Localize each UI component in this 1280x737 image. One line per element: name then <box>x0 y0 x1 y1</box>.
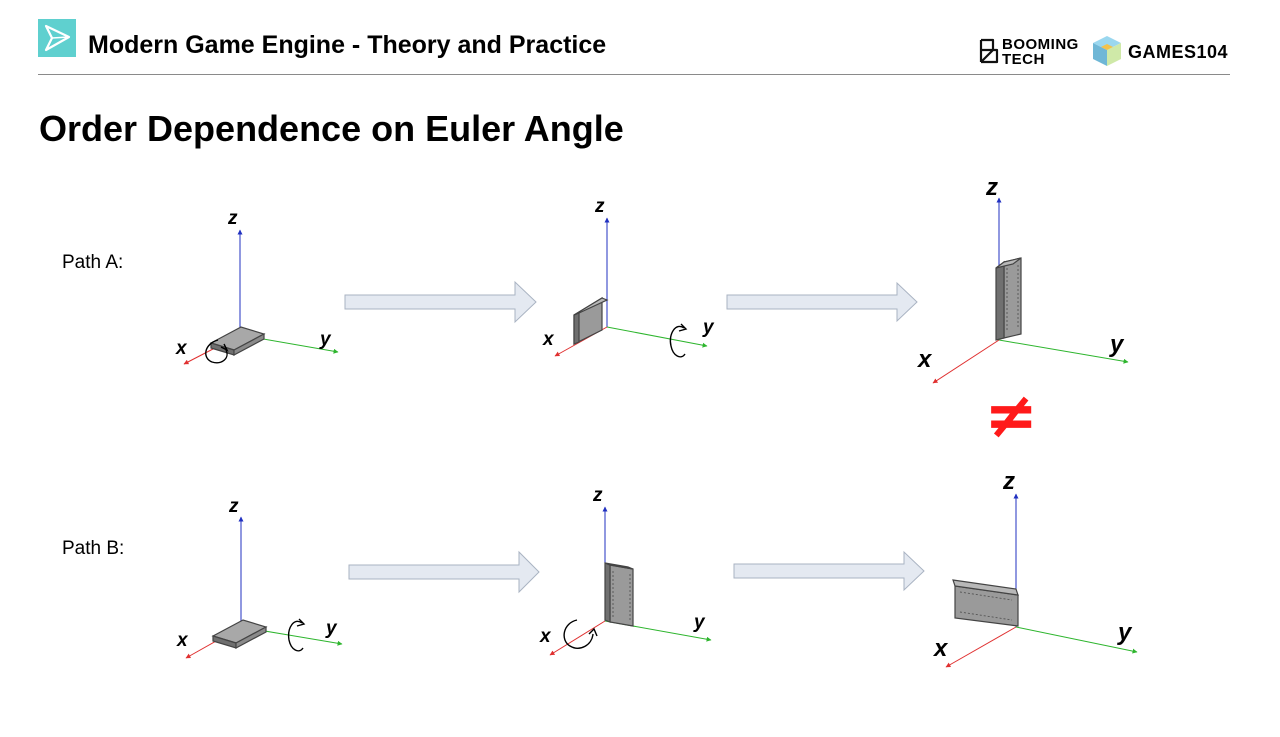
y-axis-label: y <box>319 329 332 350</box>
y-axis-label: y <box>1109 331 1125 358</box>
y-axis-label: y <box>693 612 706 633</box>
not-equal-symbol: ≠ <box>984 379 1038 453</box>
y-axis <box>606 326 708 348</box>
course-title: Modern Game Engine - Theory and Practice <box>88 31 607 59</box>
frame-a3: z y x <box>916 174 1129 384</box>
booming-text: BOOMING <box>1002 36 1079 53</box>
block-side-wall <box>952 579 1019 627</box>
block-upright-y <box>995 257 1022 341</box>
z-axis-label: z <box>228 496 239 517</box>
block-upright-y <box>604 562 634 627</box>
frame-b3: z y x <box>932 468 1138 668</box>
y-axis-label: y <box>1117 619 1133 646</box>
z-axis-label: z <box>1002 468 1015 495</box>
frame-b2: z y x <box>539 485 712 656</box>
slide-title: Order Dependence on Euler Angle <box>39 108 624 149</box>
x-axis <box>932 339 1000 384</box>
rotation-arrow-icon <box>669 325 686 358</box>
path-b-label: Path B: <box>62 538 125 559</box>
path-a-label: Path A: <box>62 252 124 273</box>
header-divider <box>38 74 1230 75</box>
x-axis-label: x <box>539 626 552 647</box>
x-axis-label: x <box>542 329 555 350</box>
y-axis-label: y <box>325 618 338 639</box>
y-axis-label: y <box>702 317 715 338</box>
rotation-arrow-icon <box>287 620 304 652</box>
block-flat <box>211 619 268 649</box>
x-axis-label: x <box>175 338 188 359</box>
booming-tech-logo: BOOMING TECH <box>978 35 1088 71</box>
frame-a2: z y x <box>542 196 715 358</box>
block-flat <box>209 326 266 356</box>
games104-text: GAMES104 <box>1128 42 1229 62</box>
frame-b1: z y x <box>176 496 343 659</box>
z-axis-label: z <box>592 485 603 506</box>
booming-tech-icon <box>979 38 999 64</box>
y-axis <box>1015 626 1138 654</box>
tech-text: TECH <box>1002 51 1045 68</box>
play-triangle-icon <box>38 19 76 57</box>
x-axis <box>549 620 606 656</box>
x-axis-label: x <box>176 630 189 651</box>
z-axis-label: z <box>985 174 998 201</box>
process-arrow-icon <box>348 550 540 594</box>
process-arrow-icon <box>733 550 925 592</box>
process-arrow-icon <box>726 281 918 323</box>
process-arrow-icon <box>344 280 537 324</box>
z-axis-label: z <box>227 208 238 229</box>
games-cube-icon <box>1093 36 1121 66</box>
block-upright-x <box>573 296 609 345</box>
rotation-arrow-icon <box>205 339 228 364</box>
y-axis <box>998 339 1129 364</box>
x-axis-label: x <box>932 635 949 662</box>
frame-a1: z y x <box>175 208 339 365</box>
slide-header: Modern Game Engine - Theory and Practice… <box>0 0 1280 78</box>
x-axis <box>945 626 1017 668</box>
z-axis-label: z <box>594 196 605 217</box>
rotation-arrow-icon <box>563 619 594 649</box>
x-axis-label: x <box>916 346 933 373</box>
games104-logo: GAMES104 <box>1090 34 1240 70</box>
